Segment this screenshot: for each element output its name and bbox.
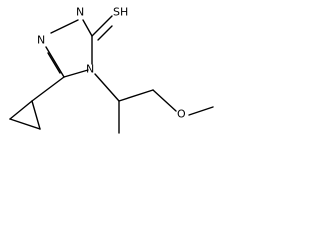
atom-label-sh: SH — [113, 6, 128, 19]
bond-c5-cyclopropyl — [31, 76, 65, 102]
atom-label-n4: N — [86, 63, 94, 76]
bond-n4-c5 — [63, 69, 89, 78]
bond-ch2-o — [152, 89, 177, 112]
atom-label-o: O — [177, 108, 186, 121]
bond-c5-n2 — [45, 46, 65, 78]
bond-ch-ch2 — [118, 89, 154, 102]
atom-label-n2: N — [37, 34, 45, 47]
bond-n1-c3 — [82, 19, 93, 37]
bond-c5-n2-double — [47, 52, 61, 74]
bond-n1-n2 — [50, 19, 79, 34]
molecule-structure: N N N SH O — [9, 6, 214, 134]
atom-label-n1: N — [76, 6, 84, 19]
bond-cyclopropyl-1 — [9, 100, 33, 120]
bond-c3-sh — [91, 15, 113, 37]
bond-n4-ch — [94, 73, 120, 102]
bond-o-ch3 — [188, 106, 214, 116]
bond-cyclopropyl-2 — [9, 118, 41, 130]
bond-cyclopropyl-3 — [31, 100, 41, 130]
bond-c3-sh-double — [97, 25, 113, 41]
